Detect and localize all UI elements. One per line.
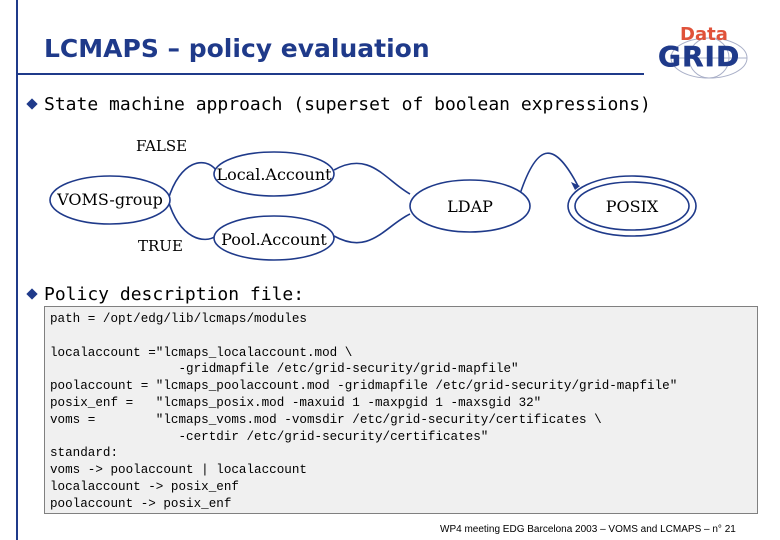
- logo-data-text: Data: [680, 24, 728, 45]
- left-rule: [16, 0, 18, 540]
- node-label-voms: VOMS-group: [56, 190, 163, 209]
- code-line: poolaccount = "lcmaps_poolaccount.mod -g…: [50, 379, 678, 394]
- state-machine-diagram: FALSE TRUE VOMS-group Local.Account Pool…: [49, 137, 697, 261]
- code-line: voms = "lcmaps_voms.mod -vomsdir /etc/gr…: [50, 412, 602, 427]
- bullet-state-machine: State machine approach (superset of bool…: [26, 94, 651, 115]
- node-label-local: Local.Account: [216, 165, 332, 184]
- edge-voms-local: [167, 161, 217, 201]
- datagrid-logo: Data GRID: [658, 24, 748, 79]
- code-line: voms -> poolaccount | localaccount: [50, 463, 307, 478]
- code-line: posix_enf = "lcmaps_posix.mod -maxuid 1 …: [50, 395, 542, 410]
- node-label-posix: POSIX: [606, 197, 659, 216]
- code-line: localaccount -> posix_enf: [50, 479, 239, 494]
- code-line: -certdir /etc/grid-security/certificates…: [50, 429, 489, 444]
- code-line: path = /opt/edg/lib/lcmaps/modules: [50, 312, 307, 326]
- edge-pool-ldap: [333, 213, 411, 244]
- node-posix: [574, 181, 690, 231]
- code-line: -gridmapfile /etc/grid-security/grid-map…: [50, 362, 519, 377]
- arrowhead-icon: [571, 182, 580, 190]
- code-line: [50, 328, 752, 345]
- node-ldap: [409, 179, 531, 233]
- slide-footer: WP4 meeting EDG Barcelona 2003 – VOMS an…: [440, 524, 736, 535]
- node-label-pool: Pool.Account: [221, 230, 327, 249]
- edge-label-false: FALSE: [136, 137, 187, 155]
- node-local-account: [213, 151, 335, 197]
- node-label-ldap: LDAP: [447, 197, 493, 216]
- edge-local-ldap: [333, 162, 411, 195]
- code-line: poolaccount -> posix_enf: [50, 496, 232, 511]
- code-line: localaccount ="lcmaps_localaccount.mod \: [50, 345, 353, 360]
- bullet-diamond-icon: [26, 288, 38, 300]
- edge-voms-pool: [167, 199, 217, 241]
- bullet-policy-file: Policy description file:: [26, 284, 305, 305]
- edge-ldap-posix: [519, 152, 579, 195]
- policy-file-code-block: path = /opt/edg/lib/lcmaps/modules local…: [44, 306, 758, 514]
- slide-title: LCMAPS – policy evaluation: [44, 34, 430, 63]
- bullet-text: Policy description file:: [44, 284, 305, 305]
- bullet-text: State machine approach (superset of bool…: [44, 94, 651, 115]
- code-line: standard:: [50, 446, 119, 461]
- node-pool-account: [213, 215, 335, 261]
- edge-label-true: TRUE: [138, 237, 183, 255]
- logo-grid-text: GRID: [658, 40, 740, 73]
- bullet-diamond-icon: [26, 98, 38, 110]
- title-underline: [16, 73, 644, 75]
- node-voms-group: [49, 175, 171, 225]
